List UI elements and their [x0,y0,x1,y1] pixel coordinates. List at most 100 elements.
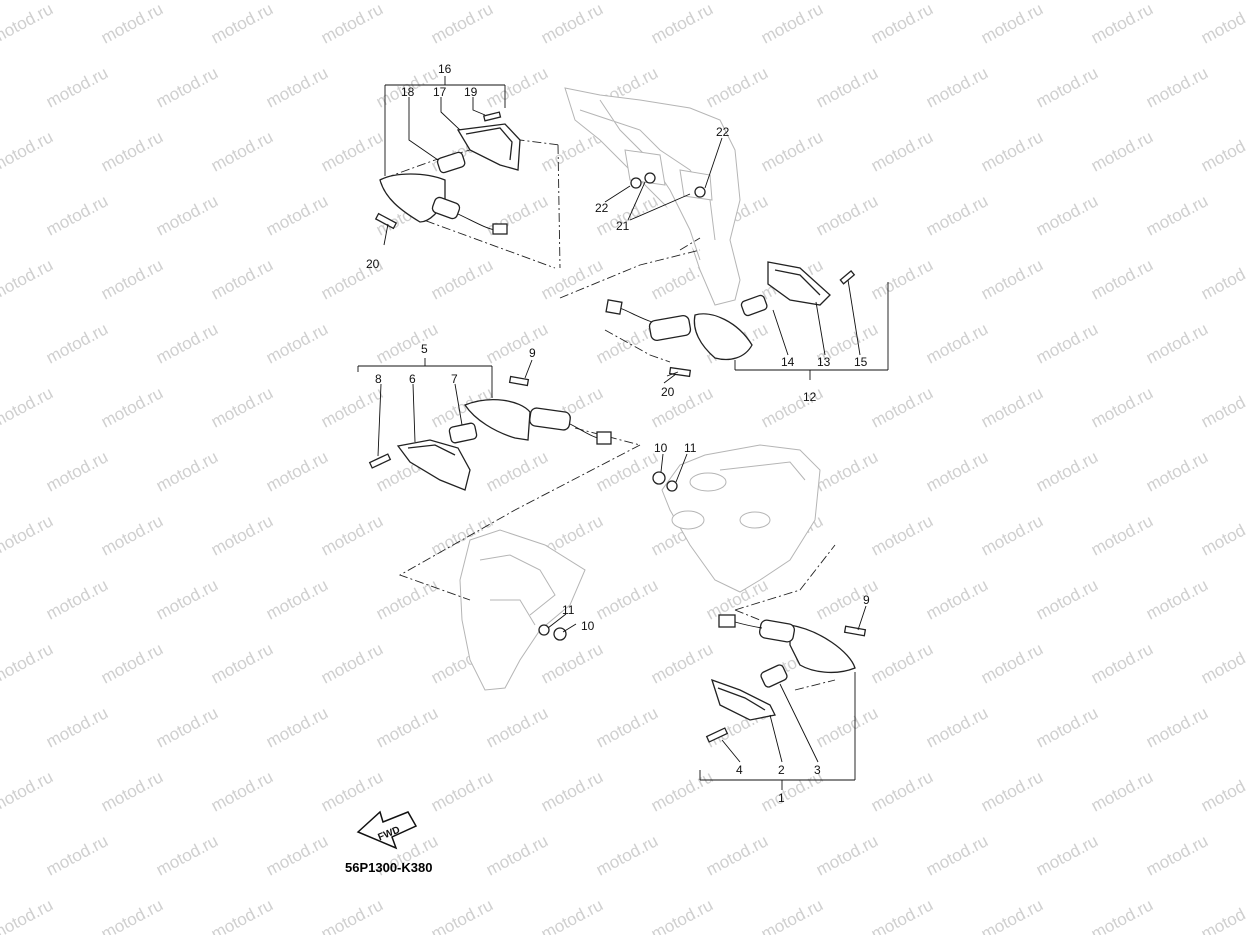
watermark-text: motod.ru [0,767,56,815]
callout-14: 14 [781,355,795,369]
watermark-text: motod.ru [0,575,1,623]
watermark-text: motod.ru [43,191,111,239]
watermark-text: motod.ru [0,63,1,111]
watermark-text: motod.ru [153,575,221,623]
watermark-text: motod.ru [923,831,991,879]
watermark-text: motod.ru [428,767,496,815]
watermark-text: motod.ru [1198,255,1246,303]
watermark-text: motod.ru [813,63,881,111]
watermark-text: motod.ru [318,127,386,175]
callout-20b: 20 [661,385,675,399]
watermark-text: motod.ru [1143,319,1211,367]
callout-13: 13 [817,355,831,369]
nut-21a [644,172,656,184]
watermark-text: motod.ru [593,703,661,751]
watermark-text: motod.ru [978,767,1046,815]
watermark-text: motod.ru [1198,767,1246,815]
watermark-text: motod.ru [1088,383,1156,431]
watermark-text: motod.ru [208,895,276,935]
callout-19: 19 [464,85,478,99]
watermark-text: motod.ru [483,703,551,751]
watermark-text: motod.ru [43,831,111,879]
watermark-text: motod.ru [813,191,881,239]
watermark-text: motod.ru [1033,319,1101,367]
watermark-text: motod.ru [538,0,606,48]
watermark-text: motod.ru [1198,895,1246,935]
watermark-text: motod.ru [318,767,386,815]
lens-2 [710,678,776,721]
watermark-text: motod.ru [923,191,991,239]
watermark-text: motod.ru [428,255,496,303]
watermark-text: motod.ru [208,127,276,175]
callout-labels: 16 18 17 19 20 22 22 21 14 13 15 12 20 5… [366,62,870,805]
watermark-text: motod.ru [978,127,1046,175]
callout-21: 21 [616,219,630,233]
watermark-text: motod.ru [428,0,496,48]
screw-20 [374,212,398,230]
watermark-text: motod.ru [923,63,991,111]
screw-19 [482,111,502,122]
callout-10b: 10 [581,619,595,633]
watermark-text: motod.ru [263,447,331,495]
watermark-text: motod.ru [593,831,661,879]
watermark-text: motod.ru [263,575,331,623]
watermark-text: motod.ru [263,703,331,751]
watermark-text: motod.ru [923,575,991,623]
watermark-text: motod.ru [1088,511,1156,559]
callout-16: 16 [438,62,452,76]
watermark-text: motod.ru [1088,895,1156,935]
watermark-text: motod.ru [978,0,1046,48]
watermark-text: motod.ru [593,447,661,495]
callout-9a: 9 [529,346,536,360]
watermark-text: motod.ru [1198,511,1246,559]
screw-8 [368,453,392,469]
front-right-turn-signal-assembly [705,614,867,743]
watermark-text: motod.ru [868,255,936,303]
watermark-text: motod.ru [263,831,331,879]
watermark-text: motod.ru [0,703,1,751]
watermark-text: motod.ru [0,511,56,559]
watermark-text: motod.ru [1033,703,1101,751]
washer-11a [666,480,678,492]
watermark-text: motod.ru [153,191,221,239]
watermark-text: motod.ru [483,831,551,879]
watermark-text: motod.ru [538,767,606,815]
rear-left-turn-signal-assembly [374,111,521,235]
watermark-text: motod.ru [98,383,166,431]
housing-12 [693,313,753,361]
front-cowl-outline [459,529,586,691]
watermark-text: motod.ru [153,447,221,495]
leader-lines [357,76,889,790]
watermark-text: motod.ru [98,0,166,48]
watermark-text: motod.ru [208,639,276,687]
nut-22b [694,186,706,198]
watermark-text: motod.ru [318,895,386,935]
watermark-text: motod.ru [758,0,826,48]
callout-10a: 10 [654,441,668,455]
watermark-text: motod.ru [1143,575,1211,623]
watermark-text: motod.ru [483,319,551,367]
watermark-text: motod.ru [1198,639,1246,687]
screw-9a [508,375,530,387]
watermark-text: motod.ru [648,0,716,48]
watermark-text: motod.ru [208,0,276,48]
watermark-text: motod.ru [98,255,166,303]
watermark-text: motod.ru [1143,447,1211,495]
watermark-text: motod.ru [868,127,936,175]
watermark-text: motod.ru [0,127,56,175]
watermark-text: motod.ru [98,639,166,687]
watermark-text: motod.ru [153,63,221,111]
screw-15 [839,270,856,285]
bulb-14 [740,294,768,317]
watermark-text: motod.ru [758,127,826,175]
lens-6 [396,439,471,491]
watermark-text: motod.ru [538,895,606,935]
watermark-text: motod.ru [483,63,551,111]
rear-fender-outline [661,444,821,593]
watermark-text: motod.ru [813,447,881,495]
watermark-text: motod.ru [978,511,1046,559]
watermark-text: motod.ru [1143,191,1211,239]
callout-4: 4 [736,763,743,777]
callout-20a: 20 [366,257,380,271]
